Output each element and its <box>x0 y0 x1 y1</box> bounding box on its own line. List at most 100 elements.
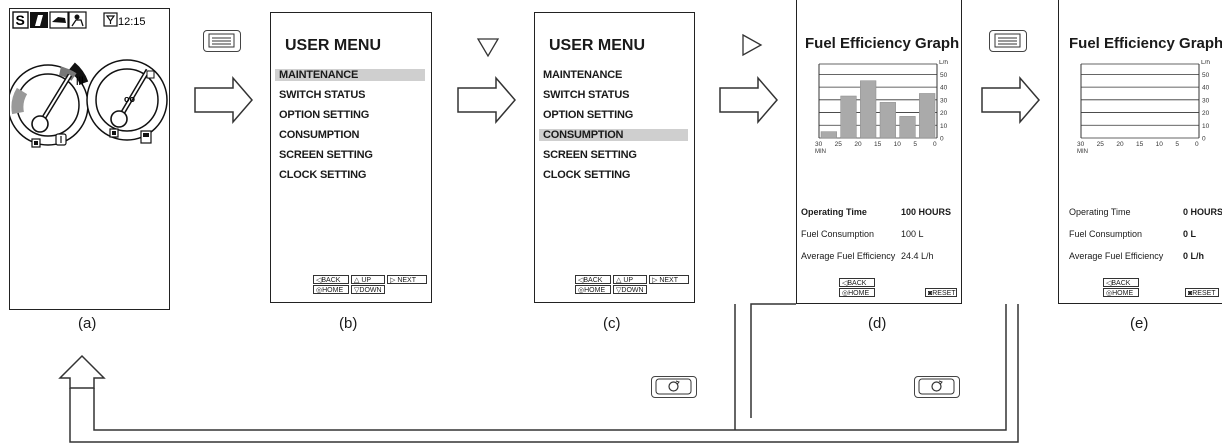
unit-label: L/h <box>1201 60 1210 66</box>
x-tick-label: 10 <box>1156 141 1164 148</box>
s-mode-letter: S <box>16 12 25 28</box>
menu-item-option-setting[interactable]: OPTION SETTING <box>543 109 634 121</box>
arrow-b-to-c <box>457 75 516 125</box>
x-tick-label: 30 <box>1077 141 1085 148</box>
screen-a-gauges: S 12:15 ||| <box>7 8 170 310</box>
caption-a: (a) <box>78 315 97 332</box>
x-tick-label: 0 <box>1195 141 1199 148</box>
menu-title: USER MENU <box>549 37 646 54</box>
x-tick-label: 5 <box>913 141 917 148</box>
unit-label: L/h <box>939 60 948 66</box>
clock-icon <box>103 12 118 27</box>
screen-c-user-menu: USER MENU MAINTENANCE SWITCH STATUS OPTI… <box>534 12 695 303</box>
menu-item-maintenance[interactable]: MAINTENANCE <box>275 69 425 81</box>
menu-item-consumption[interactable]: CONSUMPTION <box>539 129 688 141</box>
s-mode-icon <box>12 11 29 29</box>
clock-time: 12:15 <box>118 16 146 28</box>
arrow-c-to-d <box>719 75 778 125</box>
x-tick-label: 15 <box>1136 141 1144 148</box>
back-button[interactable]: ◁BACK <box>575 275 611 284</box>
graph-title: Fuel Efficiency Graph <box>1069 35 1222 52</box>
y-tick-label: 30 <box>940 97 948 104</box>
back-button[interactable]: ◁BACK <box>839 278 875 287</box>
menu-item-maintenance[interactable]: MAINTENANCE <box>543 69 623 81</box>
bar <box>879 102 896 139</box>
home-button[interactable]: ◎HOME <box>839 288 875 297</box>
stat-value: 0 L/h <box>1183 251 1205 261</box>
stat-label: Operating Time <box>1069 207 1131 217</box>
x-unit-label: MIN <box>815 149 826 155</box>
home-button[interactable]: ◎HOME <box>313 285 349 294</box>
rotate-button[interactable] <box>914 376 960 398</box>
y-tick-label: 10 <box>940 123 948 130</box>
stat-value: 0 L <box>1183 229 1197 239</box>
nav-bar: ◁BACK △ UP ▷ NEXT ◎HOME ▽DOWN <box>575 275 693 297</box>
stat-label: Fuel Consumption <box>1069 229 1143 239</box>
caption-c: (c) <box>603 315 621 332</box>
menu-button[interactable] <box>203 30 241 52</box>
bar <box>919 93 936 139</box>
stat-label: Fuel Consumption <box>801 229 875 239</box>
return-line-from-d-2 <box>750 303 796 418</box>
reset-button[interactable]: ◙RESET <box>1185 288 1219 297</box>
arrow-return-to-a <box>58 354 106 389</box>
screen-b-user-menu: USER MENU MAINTENANCE SWITCH STATUS OPTI… <box>270 12 432 303</box>
menu-item-consumption[interactable]: CONSUMPTION <box>279 129 360 141</box>
arrow-d-to-e <box>981 75 1040 125</box>
up-button[interactable]: △ UP <box>351 275 385 284</box>
right-triangle-button[interactable] <box>740 32 764 58</box>
bar <box>820 131 837 139</box>
stat-label: Average Fuel Efficiency <box>1069 251 1164 261</box>
y-tick-label: 10 <box>1202 123 1210 130</box>
menu-item-clock-setting[interactable]: CLOCK SETTING <box>279 169 367 181</box>
stat-label: Average Fuel Efficiency <box>801 251 896 261</box>
nav-bar: ◁BACK △ UP ▷ NEXT ◎HOME ▽DOWN <box>313 275 431 297</box>
menu-item-clock-setting[interactable]: CLOCK SETTING <box>543 169 631 181</box>
graph-title: Fuel Efficiency Graph <box>805 35 960 52</box>
rotate-icon <box>655 378 692 395</box>
back-button[interactable]: ◁BACK <box>313 275 349 284</box>
menu-item-switch-status[interactable]: SWITCH STATUS <box>279 89 366 101</box>
reset-button[interactable]: ◙RESET <box>925 288 957 297</box>
x-tick-label: 20 <box>854 141 862 148</box>
bar <box>840 95 857 139</box>
y-tick-label: 20 <box>940 110 948 117</box>
temperature-gauge: ||| <box>7 62 89 148</box>
menu-item-screen-setting[interactable]: SCREEN SETTING <box>543 149 637 161</box>
stat-value: 24.4 L/h <box>901 251 934 261</box>
menu-title: USER MENU <box>285 37 382 54</box>
menu-item-screen-setting[interactable]: SCREEN SETTING <box>279 149 373 161</box>
x-tick-label: 5 <box>1175 141 1179 148</box>
y-tick-label: 40 <box>1202 85 1210 92</box>
down-button[interactable]: ▽DOWN <box>351 285 385 294</box>
down-button[interactable]: ▽DOWN <box>613 285 647 294</box>
bar <box>899 116 916 139</box>
x-tick-label: 0 <box>933 141 937 148</box>
svg-text:oo: oo <box>124 94 135 104</box>
caption-d: (d) <box>868 315 887 332</box>
svg-text:|||: ||| <box>76 75 84 85</box>
x-tick-label: 30 <box>815 141 823 148</box>
x-tick-label: 10 <box>894 141 902 148</box>
next-button[interactable]: ▷ NEXT <box>387 275 427 284</box>
rotate-icon <box>918 378 955 395</box>
menu-lines-icon <box>994 33 1021 48</box>
next-button[interactable]: ▷ NEXT <box>649 275 689 284</box>
menu-item-option-setting[interactable]: OPTION SETTING <box>279 109 370 121</box>
y-tick-label: 30 <box>1202 97 1210 104</box>
caption-b: (b) <box>339 315 358 332</box>
up-button[interactable]: △ UP <box>613 275 647 284</box>
home-button[interactable]: ◎HOME <box>1103 288 1139 297</box>
menu-button[interactable] <box>989 30 1027 52</box>
back-button[interactable]: ◁BACK <box>1103 278 1139 287</box>
menu-lines-icon <box>208 33 235 48</box>
x-tick-label: 25 <box>835 141 843 148</box>
down-triangle-button[interactable] <box>476 36 500 58</box>
home-button[interactable]: ◎HOME <box>575 285 611 294</box>
stat-label: Operating Time <box>801 207 867 217</box>
stat-value: 100 L <box>901 229 924 239</box>
menu-item-switch-status[interactable]: SWITCH STATUS <box>543 89 630 101</box>
rotate-button[interactable] <box>651 376 697 398</box>
fuel-gauge: oo <box>86 59 168 144</box>
